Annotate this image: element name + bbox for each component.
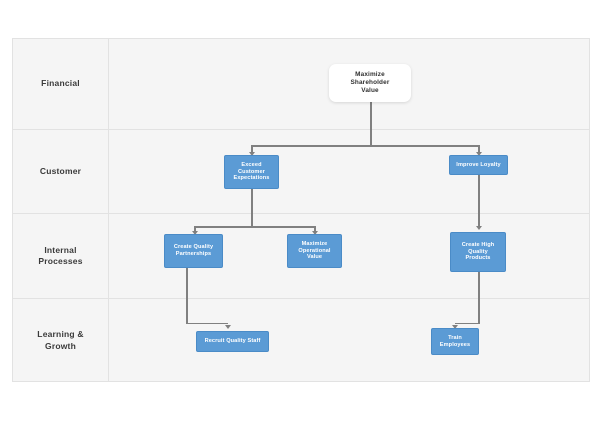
strategy-map-grid: Financial Customer Internal Processes Le… <box>12 38 590 382</box>
node-label: Recruit Quality Staff <box>204 338 261 344</box>
arrowhead-goal-to-loyalty <box>475 152 482 156</box>
connector-partnerships-stem <box>186 268 188 324</box>
perspective-label-text: Learning & Growth <box>37 329 84 351</box>
connector-exceed-bus <box>194 226 315 228</box>
node-label: Maximize Operational Value <box>298 240 331 261</box>
connector-partnerships-elbow <box>186 322 228 325</box>
perspective-row-customer: Customer <box>13 130 589 214</box>
connector-goal-bus <box>251 145 479 147</box>
connector-products-stem <box>478 272 480 324</box>
node-label: Exceed Customer Expectations <box>233 161 270 182</box>
arrowhead-exceed-to-operational <box>311 231 318 235</box>
connector-goal-stem <box>370 102 372 146</box>
perspective-content-learning-growth <box>109 299 589 382</box>
connector-exceed-to-partnerships <box>194 226 196 232</box>
perspective-label-customer: Customer <box>13 130 109 213</box>
perspective-label-internal-processes: Internal Processes <box>13 214 109 298</box>
node-train-employees[interactable]: Train Employees <box>431 328 479 355</box>
node-maximize-shareholder-value[interactable]: Maximize Shareholder Value <box>329 64 411 102</box>
node-label: Train Employees <box>439 334 471 348</box>
connector-goal-to-exceed <box>251 145 253 153</box>
node-recruit-quality-staff[interactable]: Recruit Quality Staff <box>196 331 269 352</box>
perspective-label-text: Customer <box>39 165 82 176</box>
node-maximize-operational-value[interactable]: Maximize Operational Value <box>287 234 342 268</box>
arrowhead-products-to-train <box>452 325 458 329</box>
arrowhead-exceed-to-partnerships <box>191 231 198 235</box>
connector-products-elbow <box>455 322 480 325</box>
perspective-content-customer <box>109 130 589 213</box>
node-create-quality-partnerships[interactable]: Create Quality Partnerships <box>164 234 223 268</box>
perspective-label-financial: Financial <box>13 39 109 129</box>
arrowhead-goal-to-exceed <box>248 152 255 156</box>
perspective-row-financial: Financial <box>13 39 589 130</box>
node-label: Create High Quality Products <box>461 241 495 262</box>
node-label: Maximize Shareholder Value <box>350 71 390 94</box>
node-create-high-quality-products[interactable]: Create High Quality Products <box>450 232 506 272</box>
node-improve-loyalty[interactable]: Improve Loyalty <box>449 155 508 175</box>
perspective-row-learning-growth: Learning & Growth <box>13 299 589 382</box>
connector-loyalty-to-products <box>478 175 480 227</box>
perspective-label-learning-growth: Learning & Growth <box>13 299 109 382</box>
arrowhead-loyalty-to-products <box>475 226 482 230</box>
connector-goal-to-loyalty <box>478 145 480 153</box>
connector-exceed-to-operational <box>314 226 316 232</box>
node-label: Create Quality Partnerships <box>173 244 214 257</box>
arrowhead-partnerships-to-staff <box>224 325 231 329</box>
node-exceed-customer-expectations[interactable]: Exceed Customer Expectations <box>224 155 279 189</box>
perspective-row-internal-processes: Internal Processes <box>13 214 589 299</box>
perspective-label-text: Financial <box>41 78 80 89</box>
connector-exceed-stem <box>251 189 253 227</box>
node-label: Improve Loyalty <box>456 161 501 168</box>
perspective-label-text: Internal Processes <box>38 244 83 266</box>
